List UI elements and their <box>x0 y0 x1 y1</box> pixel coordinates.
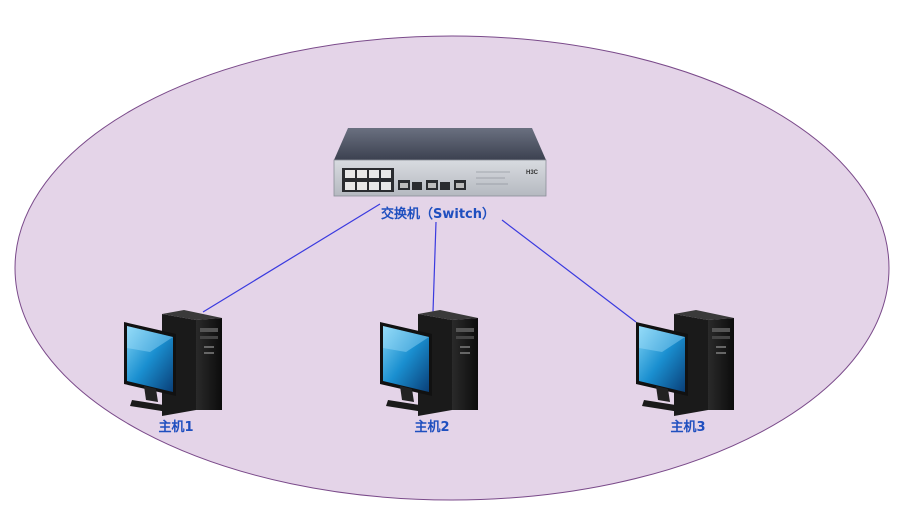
network-switch-icon: H3C <box>333 128 547 197</box>
host3-label: 主机3 <box>670 420 706 435</box>
switch-brand-logo: H3C <box>526 170 539 176</box>
network-boundary-ellipse <box>14 35 890 501</box>
host1-label: 主机1 <box>158 420 194 435</box>
host2-label: 主机2 <box>414 420 450 435</box>
link-switch-host3 <box>501 219 637 323</box>
link-switch-host2 <box>432 221 437 313</box>
switch-label: 交换机（Switch） <box>380 207 496 222</box>
link-switch-host1 <box>202 203 381 313</box>
